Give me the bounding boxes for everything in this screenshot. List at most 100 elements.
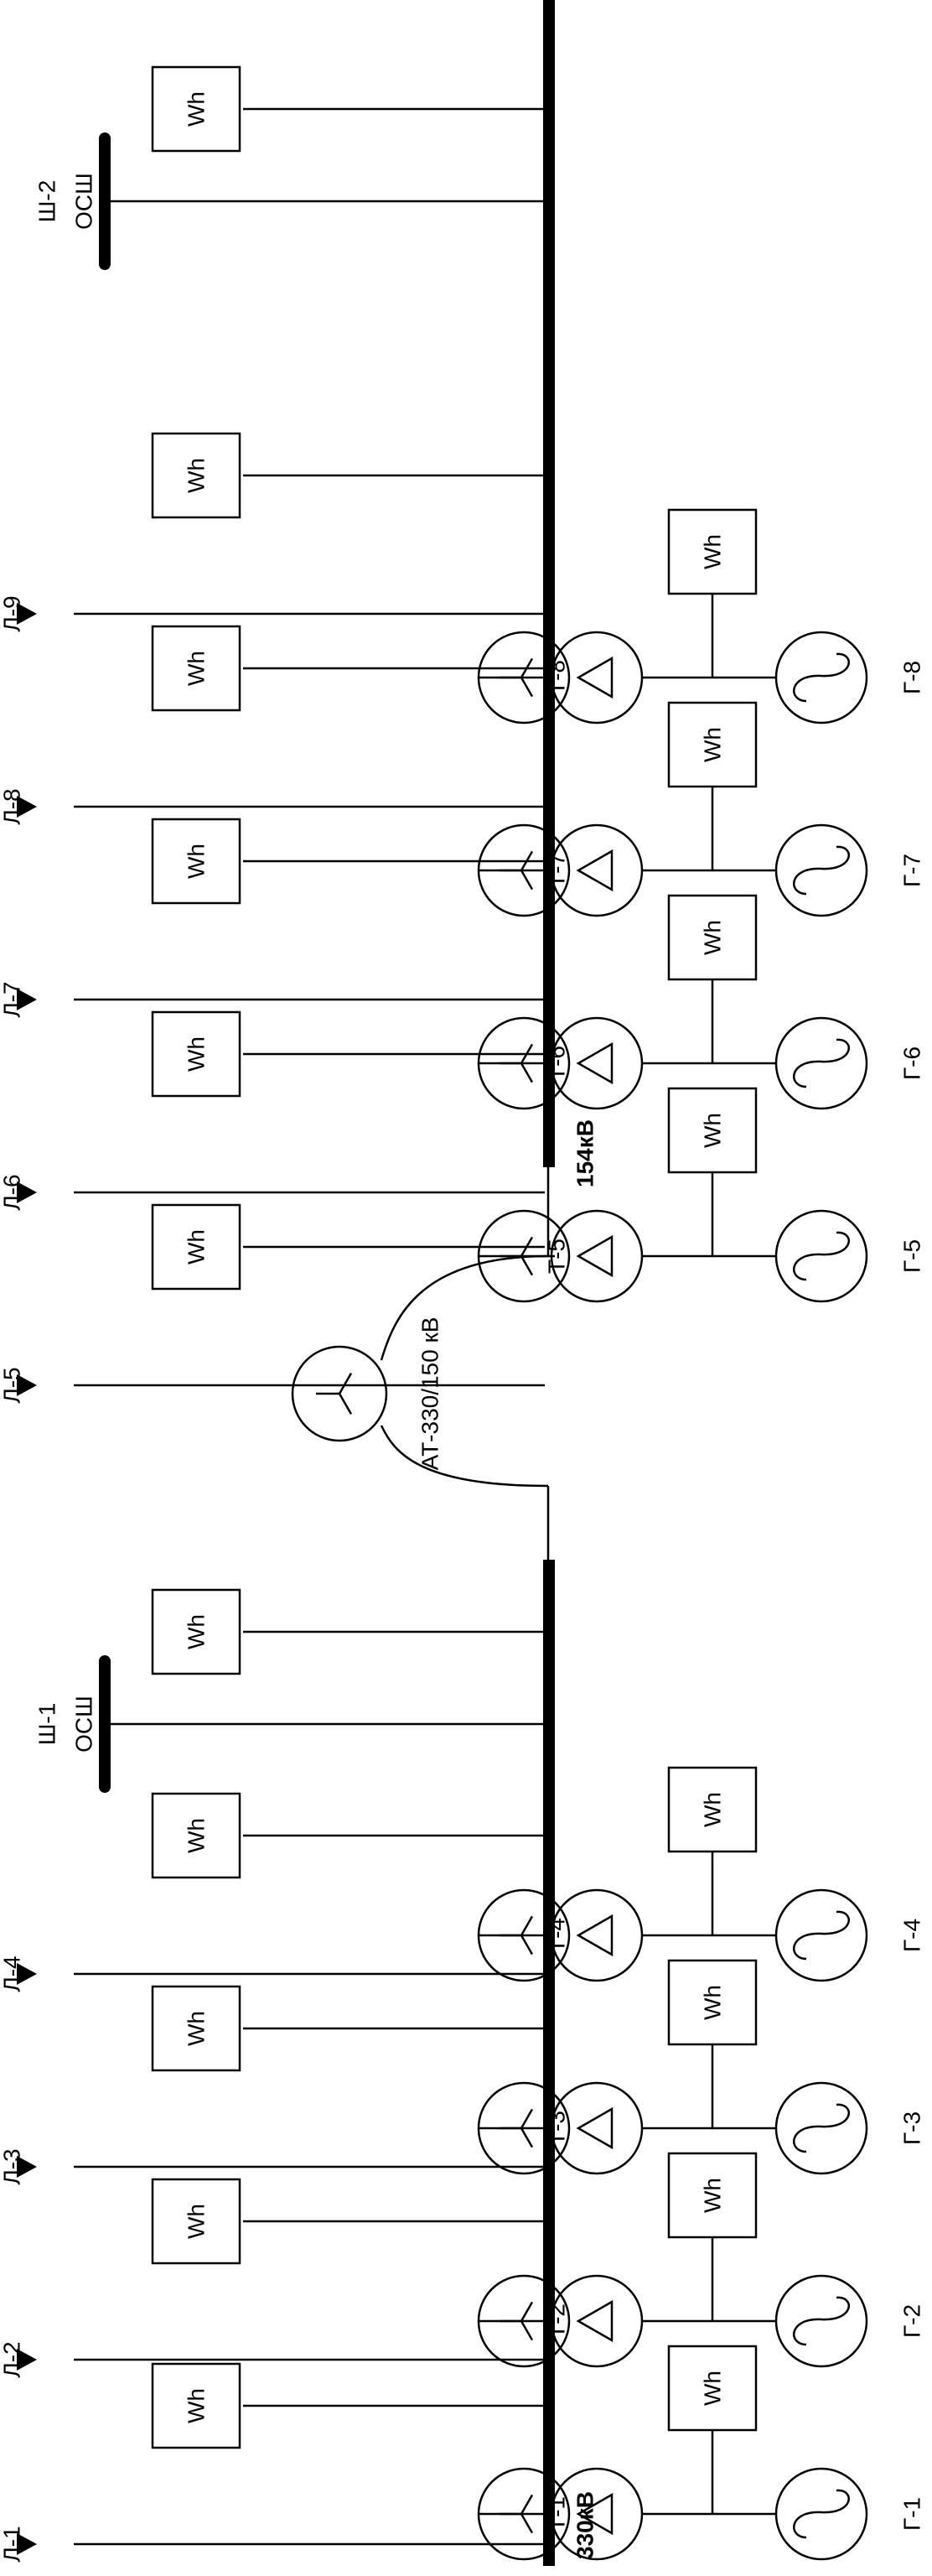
transformer-winding-hv bbox=[477, 823, 571, 917]
meter-label: Wh bbox=[699, 727, 725, 762]
generator-icon bbox=[774, 1209, 868, 1303]
bus-section-label: Ш-1 bbox=[34, 1703, 60, 1746]
meter-label: Wh bbox=[183, 91, 209, 127]
star-winding-arm bbox=[520, 2513, 534, 2534]
star-winding-arm bbox=[338, 1393, 353, 1415]
star-winding-arm bbox=[520, 1935, 534, 1955]
line-label: Л-9 bbox=[0, 595, 24, 631]
meter-box bbox=[151, 1010, 241, 1098]
line-label: Л-3 bbox=[0, 2148, 24, 2184]
delta-winding-icon bbox=[576, 849, 614, 892]
transformer-label: Т-3 bbox=[543, 2111, 569, 2146]
meter-box bbox=[667, 1766, 758, 1853]
star-winding-arm bbox=[520, 850, 534, 871]
line-label: Л-1 bbox=[0, 2526, 24, 2562]
line-arrow-icon bbox=[17, 1374, 37, 1396]
transformer-winding-hv bbox=[477, 2274, 571, 2368]
generator-icon bbox=[774, 823, 868, 917]
star-winding-arm bbox=[520, 2320, 534, 2341]
meter-label: Wh bbox=[699, 1113, 725, 1148]
star-winding-arm bbox=[338, 1373, 353, 1394]
bus-section-label: ОСШ bbox=[70, 1696, 96, 1753]
bus-330 bbox=[543, 1560, 555, 2566]
line-label: Л-8 bbox=[0, 788, 24, 824]
transformer-winding-hv bbox=[477, 631, 571, 724]
meter-label: Wh bbox=[699, 534, 725, 569]
line-arrow-icon bbox=[17, 1963, 37, 1985]
star-winding-arm bbox=[520, 1236, 534, 1257]
delta-winding-icon bbox=[576, 1041, 614, 1085]
delta-winding-icon bbox=[576, 2492, 614, 2536]
meter-label: Wh bbox=[183, 844, 209, 879]
star-winding-arm bbox=[520, 2127, 534, 2148]
line-arrow-icon bbox=[17, 2533, 37, 2555]
meter-box bbox=[151, 2362, 241, 2449]
delta-winding-icon bbox=[576, 2106, 614, 2150]
meter-label: Wh bbox=[183, 1036, 209, 1072]
generator-label: Г-1 bbox=[898, 2497, 924, 2531]
sine-wave-icon bbox=[793, 1910, 850, 1961]
generator-label: Г-4 bbox=[898, 1919, 924, 1952]
meter-label: Wh bbox=[699, 2371, 725, 2406]
meter-box bbox=[151, 625, 241, 712]
meter-label: Wh bbox=[699, 920, 725, 955]
meter-label: Wh bbox=[183, 651, 209, 686]
transformer-winding-hv bbox=[477, 1016, 571, 1110]
generator-label: Г-3 bbox=[898, 2111, 924, 2145]
meter-label: Wh bbox=[183, 458, 209, 493]
transformer-winding-hv bbox=[477, 1209, 571, 1303]
line-label: Л-4 bbox=[0, 1955, 24, 1992]
delta-winding-icon bbox=[576, 656, 614, 699]
star-winding-arm bbox=[520, 2494, 534, 2515]
line-arrow-icon bbox=[17, 2349, 37, 2371]
bus-section-label: Ш-2 bbox=[34, 180, 60, 223]
delta-winding-icon bbox=[576, 1234, 614, 1278]
star-winding-arm bbox=[520, 1915, 534, 1936]
meter-box bbox=[667, 2152, 758, 2239]
generator-label: Г-2 bbox=[898, 2304, 924, 2338]
generator-label: Г-6 bbox=[898, 1046, 924, 1080]
autotransformer-lead bbox=[380, 1254, 549, 1361]
meter-box bbox=[667, 2345, 758, 2432]
generator-label: Г-7 bbox=[898, 854, 924, 887]
transformer-label: Т-4 bbox=[543, 1918, 569, 1953]
meter-box bbox=[151, 1588, 241, 1675]
star-winding-arm bbox=[520, 1062, 534, 1083]
star-winding-arm bbox=[520, 2108, 534, 2129]
transformer-label: Т-6 bbox=[543, 1046, 569, 1081]
transformer-label: Т-1 bbox=[543, 2496, 569, 2532]
meter-label: Wh bbox=[183, 1818, 209, 1853]
transformer-winding-hv bbox=[477, 1888, 571, 1982]
meter-box bbox=[151, 432, 241, 519]
autotransformer-lead bbox=[380, 1425, 549, 1488]
meter-box bbox=[151, 818, 241, 905]
star-winding-arm bbox=[520, 677, 534, 698]
line-arrow-icon bbox=[17, 603, 37, 625]
meter-box bbox=[667, 1087, 758, 1174]
meter-label: Wh bbox=[699, 1792, 725, 1827]
meter-label: Wh bbox=[183, 2011, 209, 2046]
line-label: Л-7 bbox=[0, 981, 24, 1017]
star-winding-arm bbox=[520, 657, 534, 678]
generator-icon bbox=[774, 2081, 868, 2175]
meter-label: Wh bbox=[183, 1229, 209, 1265]
line-label: Л-6 bbox=[0, 1174, 24, 1210]
generator-label: Г-8 bbox=[898, 661, 924, 694]
star-winding-arm bbox=[520, 1043, 534, 1064]
sine-wave-icon bbox=[793, 845, 850, 896]
meter-label: Wh bbox=[699, 2178, 725, 2213]
transformer-label: Т-8 bbox=[543, 660, 569, 695]
meter-box bbox=[151, 65, 241, 153]
line-arrow-icon bbox=[17, 1182, 37, 1203]
star-winding-arm bbox=[520, 2301, 534, 2322]
meter-box bbox=[151, 2178, 241, 2265]
meter-box bbox=[151, 1985, 241, 2072]
delta-winding-icon bbox=[576, 2299, 614, 2343]
line-arrow-icon bbox=[17, 2156, 37, 2178]
meter-label: Wh bbox=[183, 2388, 209, 2423]
line-arrow-icon bbox=[17, 796, 37, 818]
generator-icon bbox=[774, 1016, 868, 1110]
delta-winding-icon bbox=[576, 1914, 614, 1957]
meter-box bbox=[667, 894, 758, 981]
